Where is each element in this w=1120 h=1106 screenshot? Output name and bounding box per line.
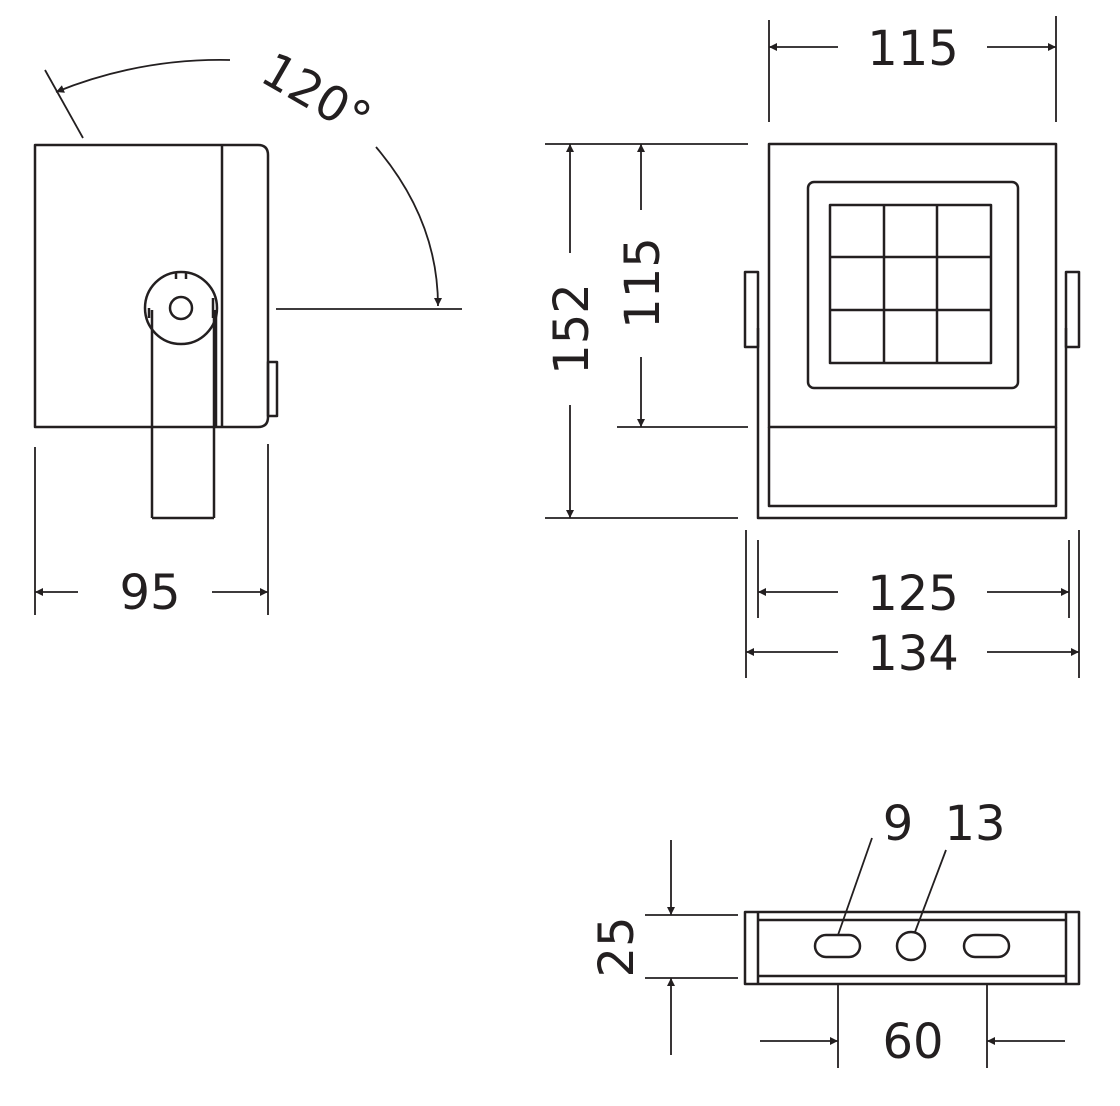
spacing-dimension-60: 60 (760, 984, 1065, 1070)
slot-leader: 9 (837, 796, 914, 936)
total-height-dimension-152: 152 (544, 143, 748, 519)
depth-label-25: 25 (589, 916, 645, 977)
slot-label-9: 9 (883, 796, 914, 852)
width-label-95: 95 (119, 565, 180, 621)
total-height-label-152: 152 (544, 283, 600, 375)
front-view: 115 152 115 125 (544, 16, 1081, 682)
depth-dimension-25: 25 (589, 840, 738, 1055)
side-housing (33, 143, 279, 429)
angle-dimension: 120° (44, 42, 462, 310)
width-dimension-95: 95 (34, 444, 269, 621)
top-width-dimension-115: 115 (768, 16, 1057, 122)
body-height-label-115: 115 (615, 237, 671, 329)
body-height-dimension-115: 115 (615, 144, 748, 428)
hole-label-13: 13 (944, 796, 1005, 852)
bracket-width-dimension-125: 125 (757, 540, 1070, 622)
bracket-width-dimension-134: 134 (745, 530, 1080, 682)
bracket-width-label-134: 134 (867, 626, 959, 682)
spacing-label-60: 60 (882, 1014, 943, 1070)
pivot-knob (143, 270, 219, 346)
front-bracket (743, 270, 1081, 520)
mounting-hole (895, 930, 927, 962)
bracket-width-label-125: 125 (867, 566, 959, 622)
mounting-slot-left (813, 933, 862, 959)
led-grid (828, 203, 993, 365)
hole-leader: 13 (914, 796, 1006, 933)
mounting-plate (743, 910, 1081, 986)
mounting-slot-right (962, 933, 1011, 959)
side-view: 120° 95 (33, 42, 462, 621)
angle-label: 120° (252, 42, 380, 148)
front-housing (767, 142, 1058, 429)
top-width-label-115: 115 (867, 21, 959, 77)
bracket-view: 9 13 25 60 (589, 796, 1081, 1070)
side-bracket-arm (150, 310, 216, 520)
